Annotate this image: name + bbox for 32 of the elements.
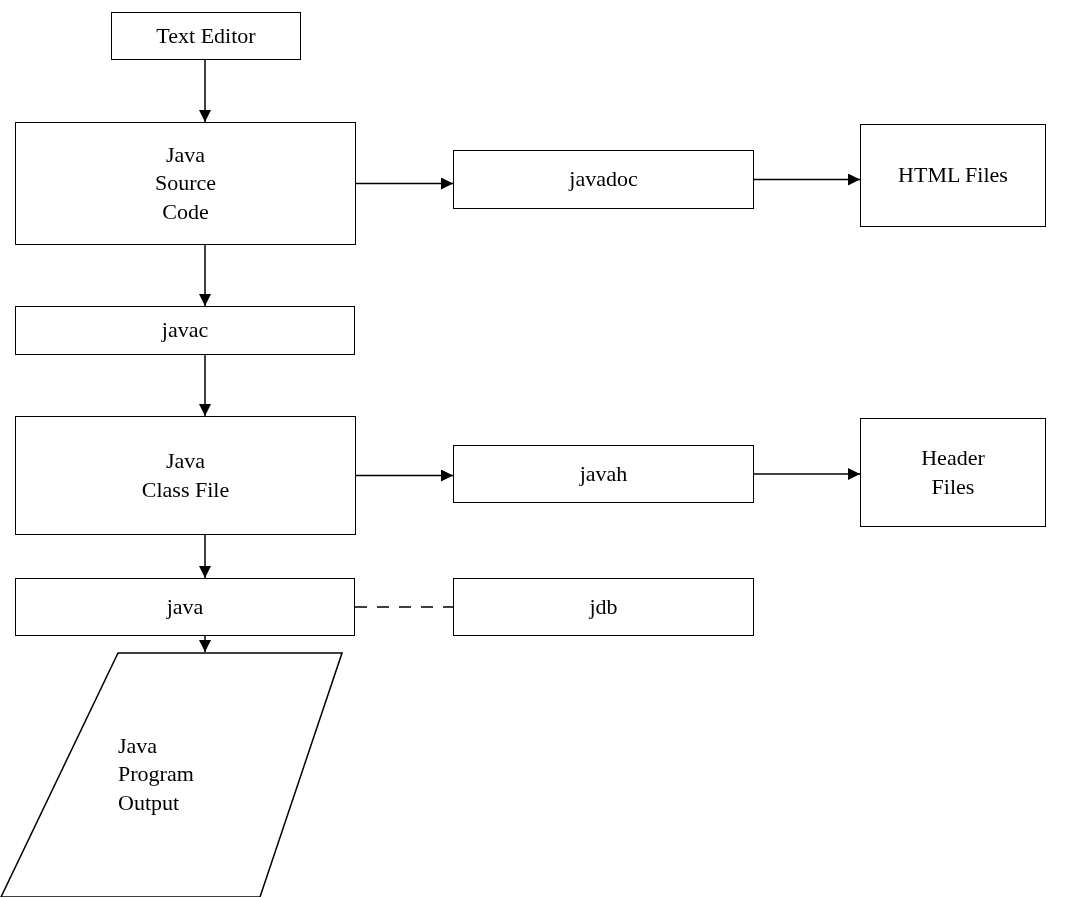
process-box: [15, 578, 355, 636]
process-box: [453, 445, 754, 503]
process-box: [453, 150, 754, 209]
node-label: java: [165, 592, 205, 621]
node-label: Java Program Output: [117, 731, 195, 817]
process-box: [860, 124, 1046, 227]
node-label: javadoc: [567, 165, 639, 194]
node-label: Header Files: [920, 443, 986, 501]
node-label: jdb: [588, 592, 619, 621]
arrow: [753, 173, 861, 186]
arrow: [199, 59, 211, 123]
process-box: [15, 306, 355, 355]
arrow: [355, 469, 454, 482]
process-box: [111, 12, 301, 60]
node-label: Java Class File: [140, 446, 231, 504]
process-box: [860, 418, 1046, 527]
arrow: [199, 354, 211, 417]
process-box: [15, 416, 356, 535]
dashed-connector: [354, 606, 454, 608]
process-box: [15, 122, 356, 245]
process-box: [453, 578, 754, 636]
arrow: [753, 468, 861, 480]
output-parallelogram: [0, 652, 343, 897]
arrow: [199, 244, 211, 307]
node-label: Text Editor: [155, 21, 257, 50]
arrow: [199, 635, 211, 653]
node-label: javac: [160, 316, 210, 345]
arrow: [199, 534, 211, 579]
node-label: HTML Files: [897, 161, 1009, 190]
arrow: [355, 177, 454, 190]
node-label: Java Source Code: [153, 140, 218, 226]
node-label: javah: [578, 459, 629, 488]
